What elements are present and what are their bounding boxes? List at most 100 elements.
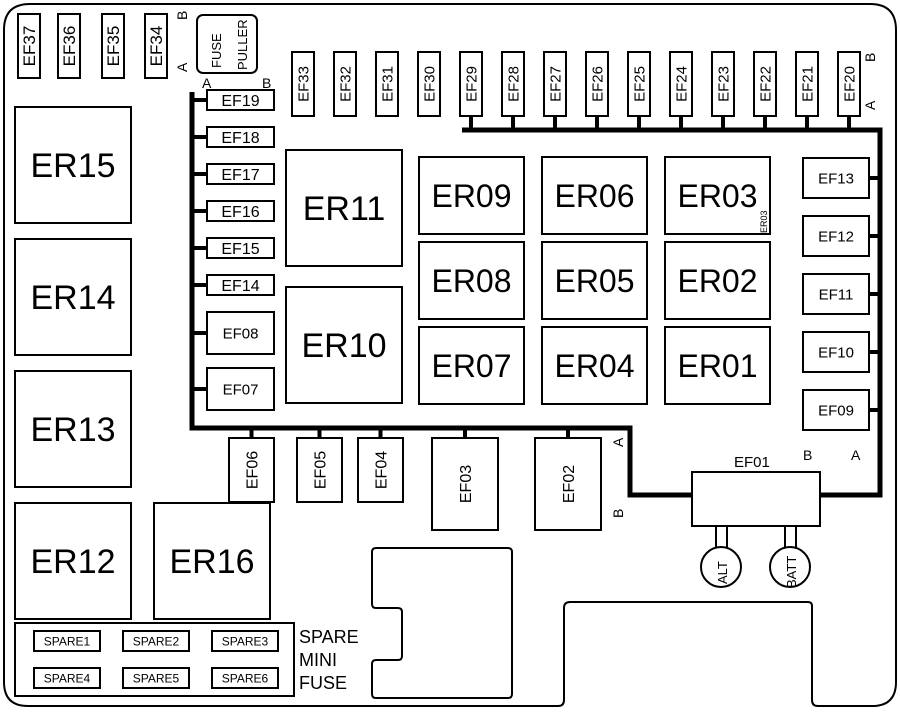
pin-label-b-ef20: B [862,53,878,62]
fuse-ef31[interactable]: EF31 [375,51,399,117]
fuse-ef06[interactable]: EF06 [228,437,275,503]
main-fuse-ef01[interactable]: EF01 [691,454,821,527]
fuse-puller[interactable]: FUSE PULLER [196,14,258,74]
fuse-label: EF08 [223,325,259,342]
alt-terminal[interactable]: ALT [700,526,742,588]
spare-fuse-2[interactable]: SPARE2 [122,630,190,652]
relay-label: ER10 [301,327,386,365]
fuse-ef12[interactable]: EF12 [802,215,870,257]
relay-label: ER15 [30,147,115,185]
relay-er06[interactable]: ER06 [541,156,648,235]
relay-er05[interactable]: ER05 [541,241,648,320]
batt-terminal-label: BATT [784,556,799,588]
spare-fuse-3[interactable]: SPARE3 [211,630,279,652]
fuse-ef24[interactable]: EF24 [669,51,693,117]
fuse-ef03[interactable]: EF03 [431,437,499,531]
relay-er16[interactable]: ER16 [153,502,271,620]
fuse-ef34[interactable]: EF34 [144,13,168,79]
relay-er07[interactable]: ER07 [418,326,525,405]
fuse-label: EF30 [421,66,438,102]
fuse-ef23[interactable]: EF23 [711,51,735,117]
fuse-label: EF37 [20,26,39,67]
fuse-ef37[interactable]: EF37 [17,13,41,79]
batt-terminal[interactable]: BATT [769,526,811,588]
spare-caption-line2: MINI [299,650,337,670]
fuse-label: EF05 [312,451,329,489]
fuse-ef08[interactable]: EF08 [206,311,275,355]
fuse-ef04[interactable]: EF04 [357,437,404,503]
fuse-ef02[interactable]: EF02 [534,437,602,531]
fuse-label: EF26 [589,66,606,102]
relay-er04[interactable]: ER04 [541,326,648,405]
fuse-ef29[interactable]: EF29 [459,51,483,117]
fuse-label: EF31 [379,66,396,102]
fuse-ef11[interactable]: EF11 [802,273,870,315]
fuse-label: EF06 [244,451,261,489]
fuse-ef16[interactable]: EF16 [206,200,275,222]
relay-er15[interactable]: ER15 [14,106,132,224]
fuse-label: EF10 [818,344,854,361]
fuse-ef27[interactable]: EF27 [543,51,567,117]
fuse-ef15[interactable]: EF15 [206,237,275,259]
relay-er11[interactable]: ER11 [285,149,403,267]
fuse-label: EF16 [221,204,259,221]
relay-er09[interactable]: ER09 [418,156,525,235]
pin-label-a-ef01: A [851,447,861,463]
fuse-ef05[interactable]: EF05 [296,437,343,503]
fuse-ef09[interactable]: EF09 [802,389,870,431]
fuse-ef20[interactable]: EF20 [837,51,861,117]
fuse-ef19[interactable]: EF19 [206,89,275,111]
fuse-ef36[interactable]: EF36 [57,13,81,79]
fuse-ef10[interactable]: EF10 [802,331,870,373]
spare-caption-line1: SPARE [299,627,359,647]
relay-er13[interactable]: ER13 [14,370,132,488]
fuse-ef28[interactable]: EF28 [501,51,525,117]
fuse-ef14[interactable]: EF14 [206,274,275,296]
spare-fuse-4[interactable]: SPARE4 [33,667,101,689]
relay-er03[interactable]: ER03 [664,156,771,235]
fuse-ef22[interactable]: EF22 [753,51,777,117]
fuse-ef33[interactable]: EF33 [291,51,315,117]
pin-label-b-topleft: B [174,11,190,20]
fuse-ef32[interactable]: EF32 [333,51,357,117]
fuse-label: EF02 [561,465,578,503]
pin-label-a-ef19: A [202,75,212,91]
relay-er10[interactable]: ER10 [285,286,403,404]
relay-er12[interactable]: ER12 [14,502,132,620]
pin-label-a-ef20: A [862,100,878,110]
relay-er08[interactable]: ER08 [418,241,525,320]
fuse-ef21[interactable]: EF21 [795,51,819,117]
relay-label: ER01 [677,348,757,384]
top-fuse-group: EF33 EF32 EF31 EF30 EF29 EF28 EF27 EF26 EF25 EF24… [291,51,861,130]
fuse-ef26[interactable]: EF26 [585,51,609,117]
fuse-puller-line1: FUSE [209,33,224,68]
fuse-label: EF22 [757,66,774,102]
fuse-label: EF23 [715,66,732,102]
fuse-label: EF18 [221,130,259,147]
fuse-label: EF21 [799,66,816,102]
fuse-label: EF25 [631,66,648,102]
fuse-ef30[interactable]: EF30 [417,51,441,117]
relay-label: ER02 [677,263,757,299]
fuse-ef35[interactable]: EF35 [101,13,125,79]
relay-er02[interactable]: ER02 [664,241,771,320]
fuse-label: EF11 [819,286,854,303]
spare-fuse-6[interactable]: SPARE6 [211,667,279,689]
fuse-label: EF32 [337,66,354,102]
fuse-ef25[interactable]: EF25 [627,51,651,117]
relay-er01[interactable]: ER01 [664,326,771,405]
fuse-ef07[interactable]: EF07 [206,367,275,411]
fuse-ef13[interactable]: EF13 [802,157,870,199]
fuse-label: EF13 [818,170,854,187]
spare-fuse-5[interactable]: SPARE5 [122,667,190,689]
fuse-ef17[interactable]: EF17 [206,163,275,185]
fuse-label: EF33 [295,66,312,102]
fuse-label: EF28 [505,66,522,102]
spare-fuse-1[interactable]: SPARE1 [33,630,101,652]
fuse-ef18[interactable]: EF18 [206,126,275,148]
relay-er14[interactable]: ER14 [14,238,132,356]
